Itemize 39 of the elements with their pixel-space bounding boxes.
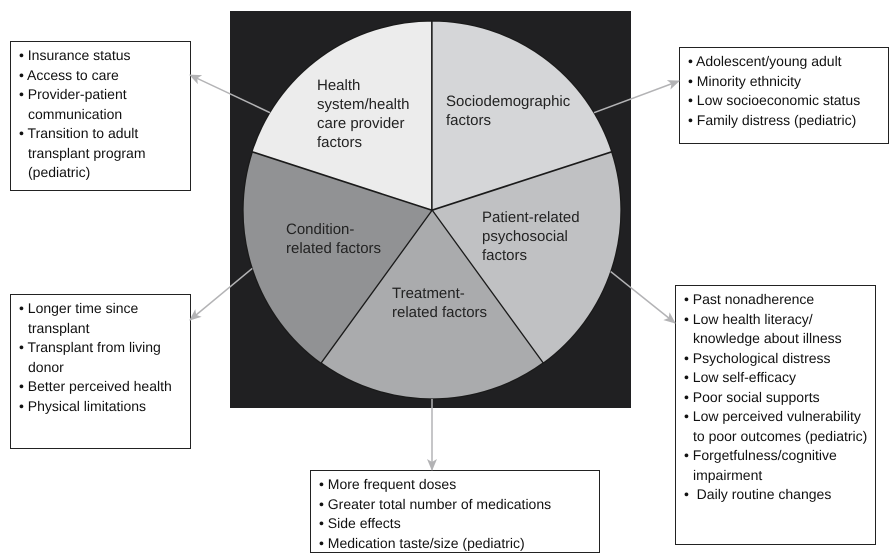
list-item: • Past nonadherence [684, 290, 816, 309]
list-item: • Provider-patient communication [19, 85, 128, 124]
wedge-label: Sociodemographic factors [446, 92, 572, 130]
arrow [594, 80, 680, 114]
callout-box [679, 47, 889, 144]
arrow [610, 270, 676, 324]
list-item: • Greater total number of medications [319, 494, 552, 514]
list-item: • Adolescent/young adult [688, 52, 843, 71]
list-item: • More frequent doses [319, 475, 458, 494]
list-item: • Medication taste/size (pediatric) [319, 534, 526, 553]
list-item: • Transplant from living donor [19, 338, 162, 376]
list-item: • Access to care [19, 66, 120, 84]
wedge-label: Treatment-related factors [392, 284, 488, 322]
callout-box [10, 294, 191, 449]
list-item: • Insurance status [19, 46, 132, 65]
list-item: • Forgetfulness/cognitive impairment [684, 446, 838, 485]
list-item: • Psychological distress [684, 348, 832, 368]
callout-box [310, 470, 600, 553]
list-item: • Longer time since transplant [19, 299, 140, 338]
list-item: • Low health literacy/ knowledge about illness [684, 310, 843, 348]
callout-box [675, 285, 876, 545]
list-item: • Family distress (pediatric) [688, 110, 858, 130]
list-item: • Poor social supports [684, 388, 821, 407]
list-item: • Daily routine changes [684, 485, 832, 504]
arrow [427, 399, 437, 471]
list-item: • Side effects [319, 514, 402, 533]
arrow [189, 74, 270, 114]
wedge-label: Patient-related psychosocial factors [482, 208, 581, 265]
wedge-label: Health system/health care provider factors [316, 76, 411, 152]
wedge-label: Condition-related factors [286, 220, 382, 258]
list-item: • Minority ethnicity [688, 72, 802, 91]
list-item: • Transition to adult transplant program (pediatric) [19, 124, 147, 182]
list-item: • Low perceived vulnerability to poor outcomes (pediatric) [684, 407, 868, 446]
callout-box [10, 41, 191, 191]
list-item: • Low socioeconomic status [688, 91, 862, 110]
list-item: • Physical limitations [19, 396, 148, 416]
list-item: • Low self-efficacy [684, 368, 798, 387]
list-item: • Better perceived health [19, 377, 173, 396]
arrow [189, 268, 253, 321]
